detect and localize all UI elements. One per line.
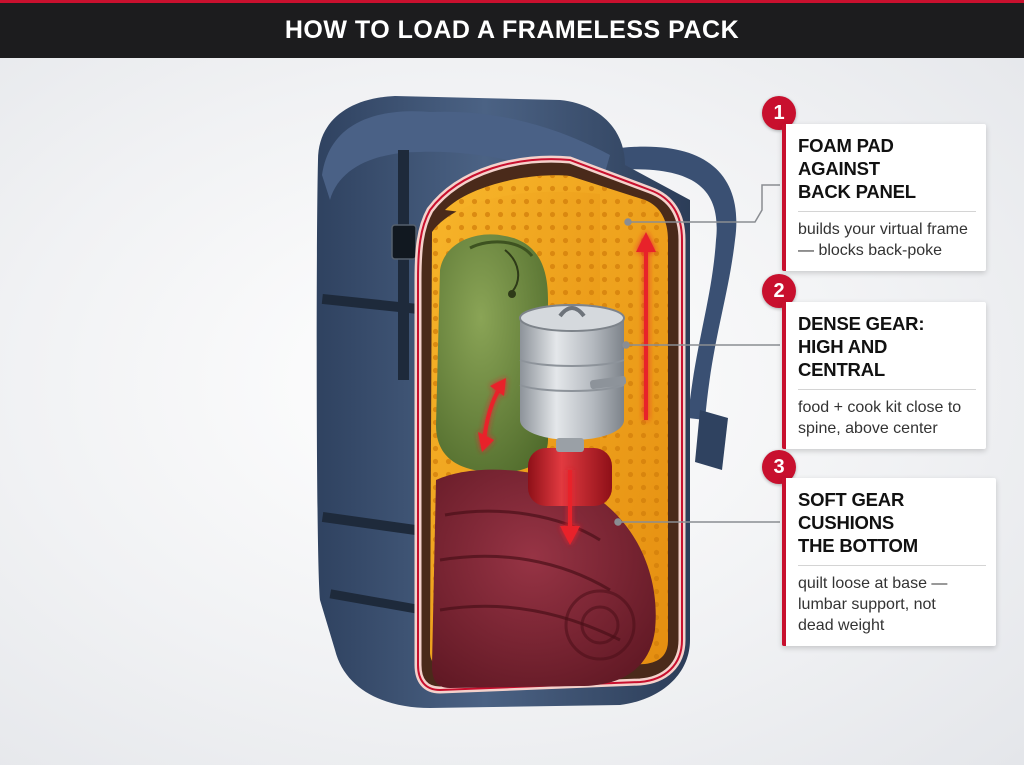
callout-divider: [798, 389, 976, 390]
leader-line: [624, 184, 780, 226]
up-arrow: [636, 232, 656, 420]
callout-body: quilt loose at base — lumbar support, no…: [798, 575, 948, 634]
quilt: [432, 469, 656, 688]
callout-title: DENSE GEAR: HIGH AND CENTRAL: [798, 313, 925, 380]
callout-dense-gear: DENSE GEAR: HIGH AND CENTRAL food + cook…: [782, 302, 986, 449]
callout-body: builds your virtual frame — blocks back-…: [798, 221, 968, 259]
leader-line: [622, 341, 780, 349]
callout-divider: [798, 211, 976, 212]
buckle: [391, 224, 417, 260]
page-title: HOW TO LOAD A FRAMELESS PACK: [284, 16, 740, 44]
compression-strap: [321, 511, 438, 538]
callout-title: SOFT GEAR CUSHIONS THE BOTTOM: [798, 489, 918, 556]
leader-line: [614, 518, 780, 526]
shoulder-strap: [605, 146, 737, 421]
callout-foam-pad: FOAM PAD AGAINST BACK PANEL builds your …: [782, 124, 986, 271]
roll-top: [322, 111, 610, 200]
step-number-1: 1: [762, 96, 796, 130]
header-bar: HOW TO LOAD A FRAMELESS PACK: [0, 3, 1024, 58]
callout-soft-gear: SOFT GEAR CUSHIONS THE BOTTOM quilt loos…: [782, 478, 996, 646]
compression-strap: [329, 589, 430, 616]
callout-title: FOAM PAD AGAINST BACK PANEL: [798, 135, 916, 202]
double-arrow: [478, 378, 506, 452]
callout-body: food + cook kit close to spine, above ce…: [798, 399, 962, 437]
cook-pot: [520, 318, 624, 440]
hip-strap: [695, 410, 728, 470]
callout-divider: [798, 565, 986, 566]
down-arrow: [560, 470, 580, 545]
vertical-strap: [398, 150, 409, 380]
top-accent-line: [0, 0, 1024, 3]
